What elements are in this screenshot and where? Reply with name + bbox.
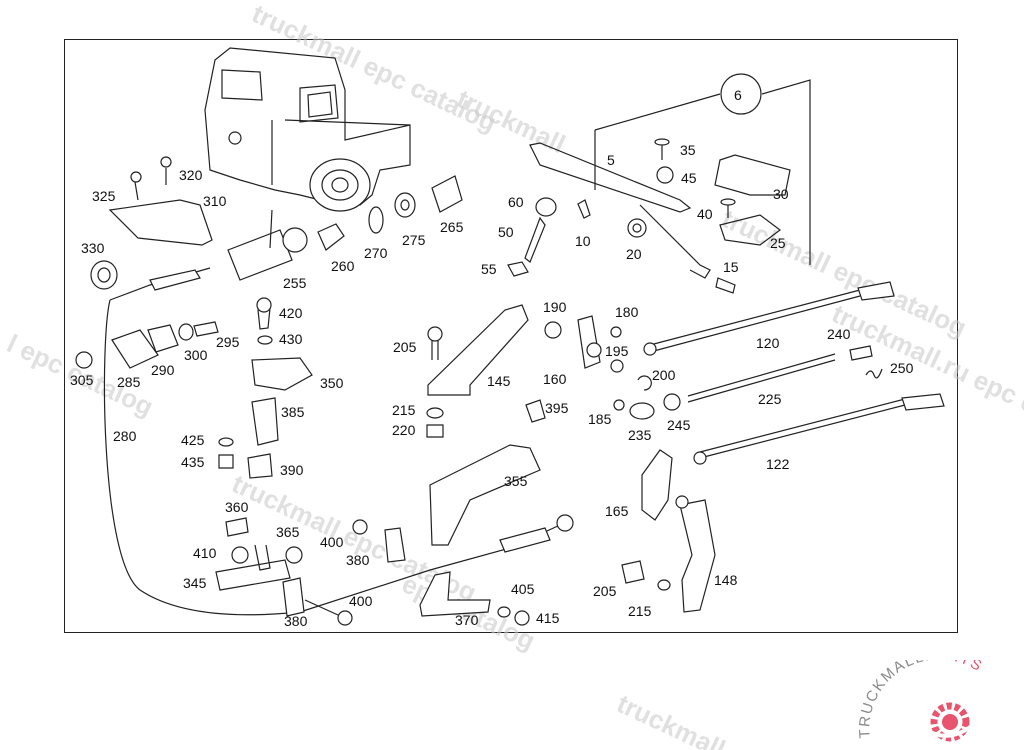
part-label-40[interactable]: 40: [697, 206, 713, 222]
part-label-55[interactable]: 55: [481, 261, 497, 277]
part-label-350[interactable]: 350: [320, 375, 344, 391]
part-label-410[interactable]: 410: [193, 545, 217, 561]
part-label-160[interactable]: 160: [543, 371, 567, 387]
part-label-365[interactable]: 365: [276, 524, 300, 540]
bracket-310-assembly: [90, 156, 213, 290]
bracket-350-assembly: [218, 297, 313, 479]
part-label-215-lower[interactable]: 215: [628, 603, 652, 619]
watermark-text: truckmall: [612, 688, 729, 750]
part-label-120[interactable]: 120: [756, 335, 780, 351]
part-label-190[interactable]: 190: [543, 299, 567, 315]
bolt-stack-60-50-55: [507, 197, 557, 277]
part-label-320[interactable]: 320: [179, 167, 203, 183]
part-label-6[interactable]: 6: [734, 87, 742, 103]
part-label-205[interactable]: 205: [393, 339, 417, 355]
part-label-200[interactable]: 200: [652, 367, 676, 383]
part-label-195[interactable]: 195: [605, 343, 629, 359]
part-label-50[interactable]: 50: [498, 224, 514, 240]
part-label-275[interactable]: 275: [402, 232, 426, 248]
part-label-240[interactable]: 240: [827, 326, 851, 342]
part-label-355[interactable]: 355: [504, 473, 528, 489]
lever-160-cluster: [544, 315, 681, 420]
part-label-165[interactable]: 165: [605, 503, 629, 519]
part-label-185[interactable]: 185: [588, 411, 612, 427]
part-label-25[interactable]: 25: [770, 235, 786, 251]
part-label-280[interactable]: 280: [113, 428, 137, 444]
pedal-148-assembly: [621, 449, 716, 613]
part-label-255[interactable]: 255: [283, 275, 307, 291]
part-label-265[interactable]: 265: [440, 219, 464, 235]
lower-bracket-assembly: [215, 517, 530, 626]
part-label-270[interactable]: 270: [364, 245, 388, 261]
part-label-425[interactable]: 425: [181, 432, 205, 448]
bracket-355: [429, 444, 541, 546]
watermark-text: truckmall epc catalog: [247, 0, 501, 138]
truckmallparts-logo: TRUCKMALLPARTS: [858, 660, 984, 742]
part-label-295[interactable]: 295: [216, 334, 240, 350]
part-label-215[interactable]: 215: [392, 402, 416, 418]
part-label-330[interactable]: 330: [81, 240, 105, 256]
part-label-180[interactable]: 180: [615, 304, 639, 320]
part-label-405[interactable]: 405: [511, 581, 535, 597]
part-label-385[interactable]: 385: [281, 404, 305, 420]
part-label-415[interactable]: 415: [536, 610, 560, 626]
part-label-360[interactable]: 360: [225, 499, 249, 515]
part-label-5[interactable]: 5: [607, 152, 615, 168]
part-label-370[interactable]: 370: [455, 612, 479, 628]
part-label-380[interactable]: 380: [346, 552, 370, 568]
part-label-390[interactable]: 390: [280, 462, 304, 478]
part-label-245[interactable]: 245: [667, 417, 691, 433]
part-label-10[interactable]: 10: [575, 233, 591, 249]
pedal-linkage-assembly: [529, 73, 811, 294]
part-label-250[interactable]: 250: [890, 360, 914, 376]
part-label-35[interactable]: 35: [680, 142, 696, 158]
rods-120-225-122: [643, 281, 945, 465]
part-label-60[interactable]: 60: [508, 194, 524, 210]
part-label-420[interactable]: 420: [279, 305, 303, 321]
cable-280: [103, 267, 574, 616]
switch-assembly-255: [227, 175, 463, 281]
part-label-122[interactable]: 122: [766, 456, 790, 472]
part-label-45[interactable]: 45: [681, 170, 697, 186]
part-label-300[interactable]: 300: [184, 347, 208, 363]
gear-icon: [924, 702, 976, 742]
part-label-260[interactable]: 260: [331, 258, 355, 274]
part-label-325[interactable]: 325: [92, 188, 116, 204]
part-label-30[interactable]: 30: [773, 186, 789, 202]
part-label-205-lower[interactable]: 205: [593, 583, 617, 599]
part-label-305[interactable]: 305: [70, 372, 94, 388]
truck-cab-drawing: [204, 47, 411, 212]
part-label-380-lower[interactable]: 380: [284, 613, 308, 629]
part-labels: 6 5 35 45 30 40 25 15 20 10 60 50 55 265…: [70, 87, 914, 629]
part-label-430[interactable]: 430: [279, 331, 303, 347]
part-label-400[interactable]: 400: [320, 534, 344, 550]
part-label-400-lower[interactable]: 400: [349, 593, 373, 609]
part-label-395[interactable]: 395: [545, 400, 569, 416]
part-label-15[interactable]: 15: [723, 259, 739, 275]
part-label-310[interactable]: 310: [203, 193, 227, 209]
part-label-148[interactable]: 148: [714, 572, 738, 588]
part-label-235[interactable]: 235: [628, 427, 652, 443]
bracket-145-assembly: [426, 304, 546, 438]
clip-parts-285-305: [75, 321, 219, 369]
part-label-225[interactable]: 225: [758, 391, 782, 407]
part-label-20[interactable]: 20: [626, 246, 642, 262]
part-label-290[interactable]: 290: [151, 362, 175, 378]
part-label-145[interactable]: 145: [487, 373, 511, 389]
part-label-220[interactable]: 220: [392, 422, 416, 438]
part-label-345[interactable]: 345: [183, 575, 207, 591]
part-label-435[interactable]: 435: [181, 454, 205, 470]
part-label-285[interactable]: 285: [117, 374, 141, 390]
